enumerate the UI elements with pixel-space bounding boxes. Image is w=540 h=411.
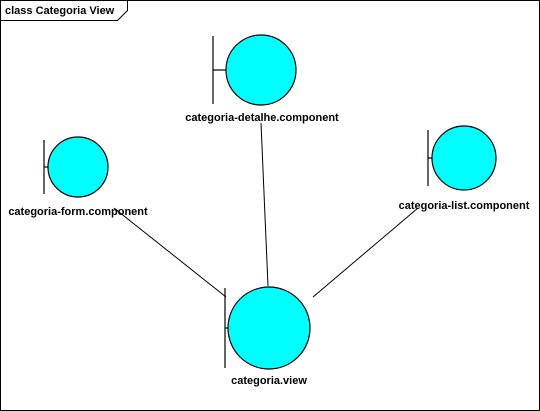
connection-detalhe-to-view[interactable]	[260, 122, 269, 287]
node-label-categoria-view: categoria.view	[231, 375, 307, 387]
frame-title: class Categoria View	[5, 5, 115, 17]
boundary-node-categoria-form[interactable]: categoria-form.component	[8, 136, 148, 218]
boundary-node-categoria-list[interactable]: categoria-list.component	[399, 125, 530, 212]
connection-list-to-view[interactable]	[312, 207, 419, 298]
boundary-icon	[43, 136, 109, 198]
boundary-node-categoria-view[interactable]: categoria.view	[224, 286, 311, 387]
boundary-icon	[224, 286, 311, 370]
connections	[113, 122, 419, 298]
boundary-icon	[212, 34, 297, 106]
frame-title-tab	[0, 0, 128, 21]
node-label-categoria-list: categoria-list.component	[399, 200, 530, 212]
node-label-categoria-form: categoria-form.component	[8, 206, 148, 218]
connection-form-to-view[interactable]	[113, 207, 227, 298]
boundary-icon	[427, 125, 497, 191]
boundary-node-categoria-detalhe[interactable]: categoria-detalhe.component	[185, 34, 339, 124]
node-label-categoria-detalhe: categoria-detalhe.component	[185, 112, 339, 124]
